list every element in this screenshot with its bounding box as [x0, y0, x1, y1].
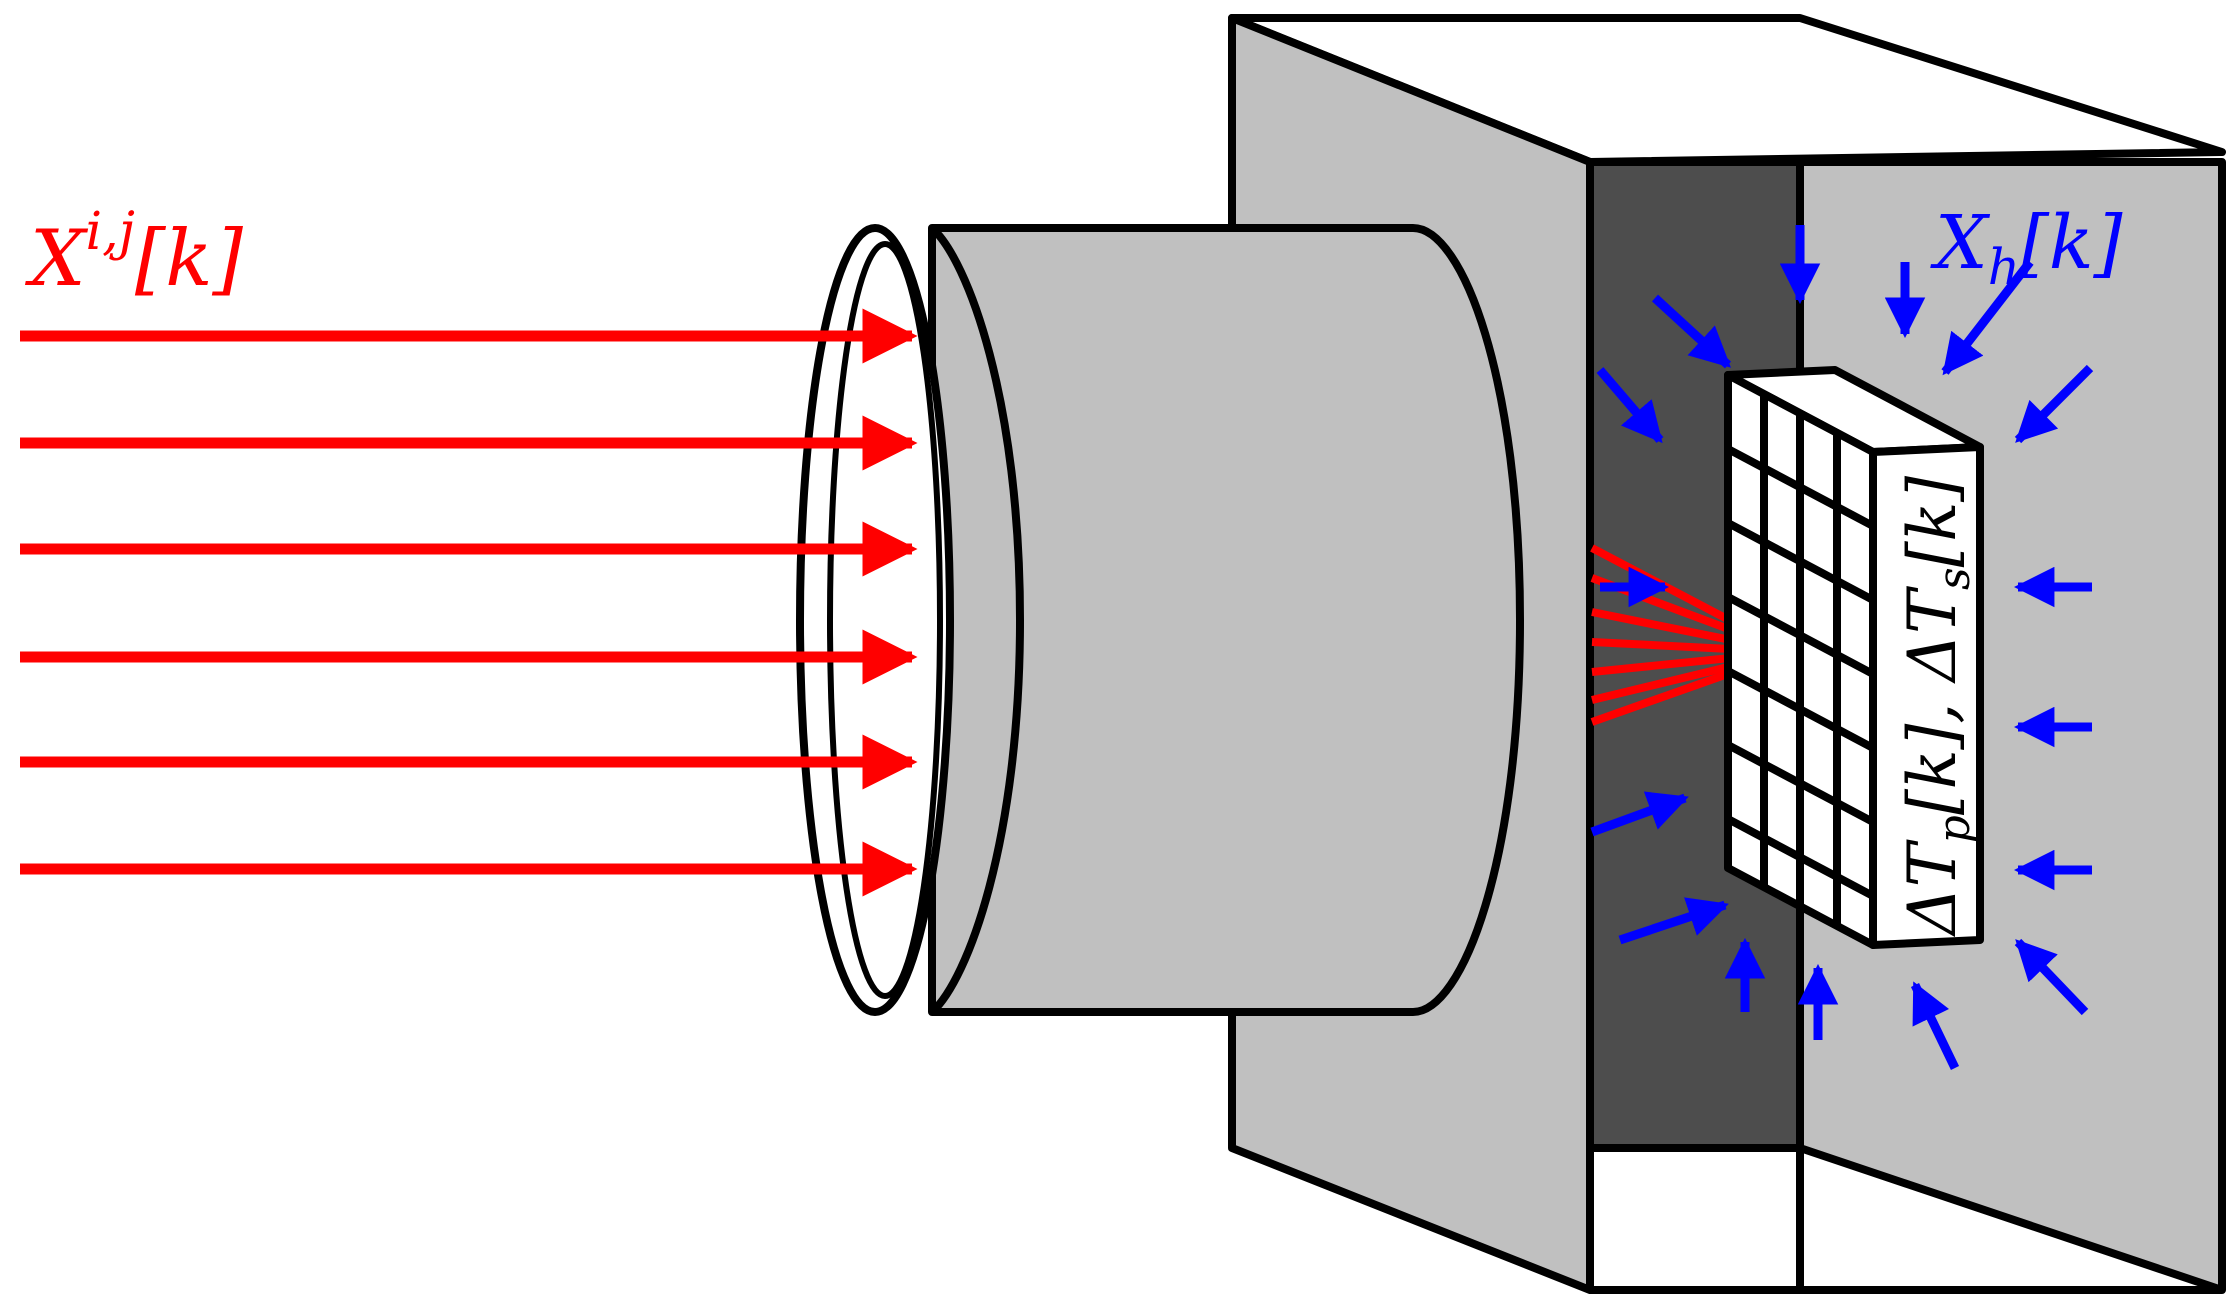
incoming-rays	[20, 308, 918, 897]
lens-barrel	[796, 224, 1524, 1016]
sensor-grid-lines	[1726, 394, 1875, 926]
sensor-array: ΔTp[k], ΔTs[k]	[1724, 366, 1984, 949]
heat-arrow	[1651, 294, 1732, 369]
heat-arrow	[2014, 938, 2089, 1016]
heat-arrow	[1910, 981, 1960, 1070]
lens-barrel-body	[928, 224, 1524, 1016]
heat-arrow	[1590, 791, 1689, 837]
heat-arrow	[1618, 897, 1729, 945]
lens-aperture	[827, 241, 943, 999]
heat-arrow	[2014, 364, 2094, 444]
temperature-label: ΔTp[k], ΔTs[k]	[1894, 476, 1980, 938]
heat-arrow	[1596, 367, 1664, 444]
heat-arrows	[1590, 225, 2094, 1070]
input-signal-label: Xi,j[k]	[24, 202, 244, 304]
heat-arrow	[1941, 259, 2034, 376]
housing-inner-bottom	[1590, 1148, 1800, 1290]
heat-signal-label: Xh[k]	[1930, 200, 2123, 296]
sensor-side-face	[1869, 443, 1984, 949]
